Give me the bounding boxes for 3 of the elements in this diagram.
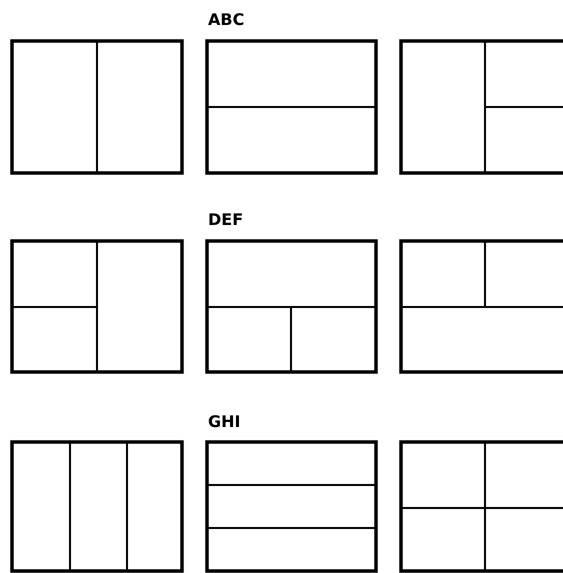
section-heading: DEF bbox=[208, 210, 244, 229]
section-heading: GHI bbox=[208, 412, 240, 431]
section-heading: ABC bbox=[208, 10, 244, 29]
